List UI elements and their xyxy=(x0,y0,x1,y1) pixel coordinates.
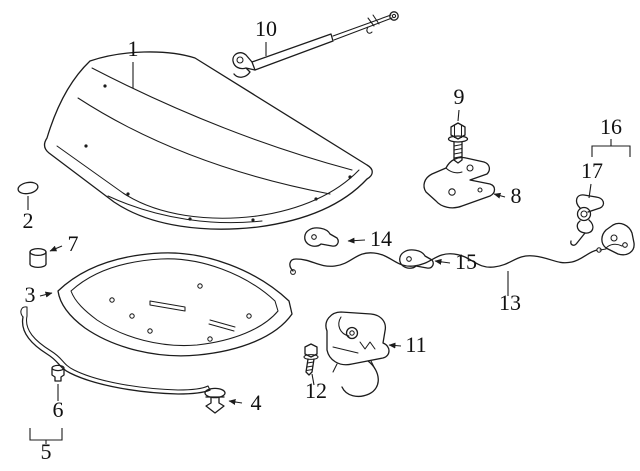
part-8-hinge-drawing xyxy=(423,156,496,209)
callout-11-label[interactable]: 11 xyxy=(405,332,426,357)
callout-17-leader xyxy=(588,183,592,199)
callout-15[interactable]: 15 xyxy=(434,249,477,274)
callout-17-label[interactable]: 17 xyxy=(581,158,603,183)
callout-3-label[interactable]: 3 xyxy=(25,282,36,307)
part-5-weatherstrip-drawing xyxy=(20,306,211,395)
callout-8-label[interactable]: 8 xyxy=(511,183,522,208)
callout-14-label[interactable]: 14 xyxy=(370,226,392,251)
callout-8[interactable]: 8 xyxy=(493,183,522,208)
part-16-catch-plate-drawing xyxy=(601,222,635,256)
callout-12[interactable]: 12 xyxy=(305,373,327,403)
callout-5-label[interactable]: 5 xyxy=(41,439,52,464)
callout-12-label[interactable]: 12 xyxy=(305,378,327,403)
callout-10[interactable]: 10 xyxy=(255,16,277,56)
callout-17[interactable]: 17 xyxy=(581,158,603,199)
callout-14[interactable]: 14 xyxy=(347,226,392,251)
callout-12-leader xyxy=(311,373,315,386)
callout-2-label[interactable]: 2 xyxy=(23,208,34,233)
callout-7-leader xyxy=(49,245,63,252)
callout-4-label[interactable]: 4 xyxy=(251,390,262,415)
callout-13-label[interactable]: 13 xyxy=(499,290,521,315)
part-9-bolt-drawing xyxy=(447,122,469,164)
callout-1[interactable]: 1 xyxy=(128,36,139,88)
callout-7[interactable]: 7 xyxy=(49,231,79,256)
callout-5-leader xyxy=(29,428,63,444)
callout-14-leader xyxy=(347,237,366,244)
part-13-release-cable-drawing xyxy=(289,247,607,275)
callout-9-label[interactable]: 9 xyxy=(454,84,465,109)
callout-13[interactable]: 13 xyxy=(499,271,521,315)
callout-4-leader xyxy=(228,399,243,405)
callout-4[interactable]: 4 xyxy=(228,390,262,415)
part-6-grommet-drawing xyxy=(51,364,65,382)
callout-3[interactable]: 3 xyxy=(25,282,53,307)
callout-2[interactable]: 2 xyxy=(23,196,34,233)
callout-10-label[interactable]: 10 xyxy=(255,16,277,41)
part-10-support-strut-drawing xyxy=(232,11,399,78)
part-17-release-lever-drawing xyxy=(570,194,605,246)
callout-11-leader xyxy=(388,342,402,349)
callout-11[interactable]: 11 xyxy=(388,332,427,357)
callout-9-leader xyxy=(457,109,460,122)
part-14-clamp-drawing xyxy=(304,227,339,247)
callout-7-label[interactable]: 7 xyxy=(68,231,79,256)
callout-6-label[interactable]: 6 xyxy=(53,397,64,422)
part-15-clip-drawing xyxy=(399,249,434,269)
part-4-clip-drawing xyxy=(204,387,226,414)
part-7-cushion-drawing xyxy=(29,247,47,269)
part-3-insulator-pad-drawing xyxy=(57,252,293,357)
callout-16-leader xyxy=(591,139,631,157)
part-2-plug-drawing xyxy=(17,181,39,195)
callout-16[interactable]: 16 xyxy=(591,114,631,157)
callout-8-leader xyxy=(493,192,506,199)
callout-15-leader xyxy=(434,258,451,265)
callout-5[interactable]: 5 xyxy=(29,428,63,464)
callout-16-label[interactable]: 16 xyxy=(600,114,622,139)
part-12-bolt-drawing xyxy=(303,343,319,376)
callout-9[interactable]: 9 xyxy=(454,84,465,122)
callout-3-leader xyxy=(39,291,53,298)
part-11-lock-assembly-drawing xyxy=(325,311,390,398)
callout-6[interactable]: 6 xyxy=(53,384,64,422)
callout-15-label[interactable]: 15 xyxy=(455,249,477,274)
callout-1-label[interactable]: 1 xyxy=(128,36,139,61)
part-1-hood-panel-drawing xyxy=(43,51,373,230)
